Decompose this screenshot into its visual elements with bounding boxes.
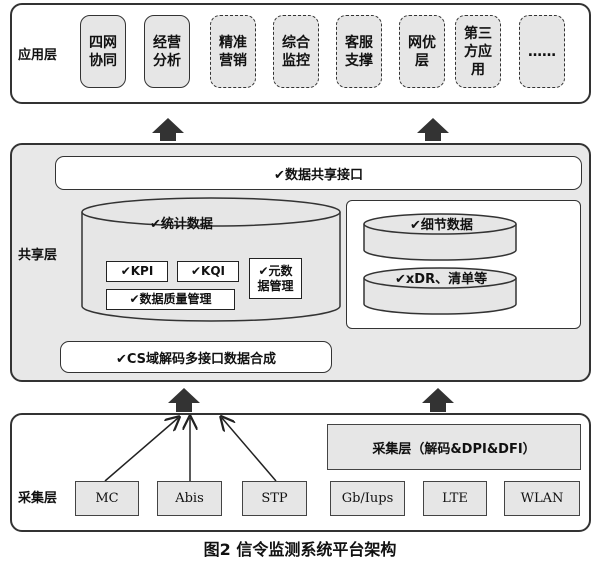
app-item: 经营 分析 <box>144 15 190 88</box>
up-arrow-icon <box>168 388 200 412</box>
data-share-interface: ✔数据共享接口 <box>55 156 582 190</box>
app-item: 四网 协同 <box>80 15 126 88</box>
source-gb-iups: Gb/Iups <box>330 481 405 516</box>
xdr-label: ✔xDR、清单等 <box>395 272 488 287</box>
detail-data-title: ✔细节数据 <box>410 218 473 233</box>
app-item: 精准 营销 <box>210 15 256 88</box>
cs-decode-bar: ✔CS域解码多接口数据合成 <box>60 341 332 373</box>
figure-caption: 图2 信令监测系统平台架构 <box>203 540 397 559</box>
collection-layer-label: 采集层 <box>18 491 58 506</box>
stats-data-title: ✔统计数据 <box>150 217 213 232</box>
up-arrow-icon <box>152 118 184 141</box>
app-item: …… <box>519 15 565 88</box>
kqi-box: ✔KQI <box>177 261 239 282</box>
data-quality-box: ✔数据质量管理 <box>106 289 235 310</box>
source-wlan: WLAN <box>504 481 580 516</box>
source-lte: LTE <box>423 481 487 516</box>
app-item: 综合 监控 <box>273 15 319 88</box>
app-item: 第三 方应 用 <box>455 15 501 88</box>
app-item: 客服 支撑 <box>336 15 382 88</box>
source-abis: Abis <box>157 481 222 516</box>
collection-decode-box: 采集层（解码&DPI&DFI） <box>327 424 581 470</box>
metadata-management-box: ✔元数 据管理 <box>249 258 302 299</box>
up-arrow-icon <box>422 388 454 412</box>
detail-cylinders <box>363 213 517 315</box>
source-stp: STP <box>242 481 307 516</box>
source-mc: MC <box>75 481 139 516</box>
up-arrow-icon <box>417 118 449 141</box>
application-layer-label: 应用层 <box>18 48 58 63</box>
app-item: 网优 层 <box>399 15 445 88</box>
shared-layer-label: 共享层 <box>18 248 58 263</box>
kpi-box: ✔KPI <box>106 261 168 282</box>
